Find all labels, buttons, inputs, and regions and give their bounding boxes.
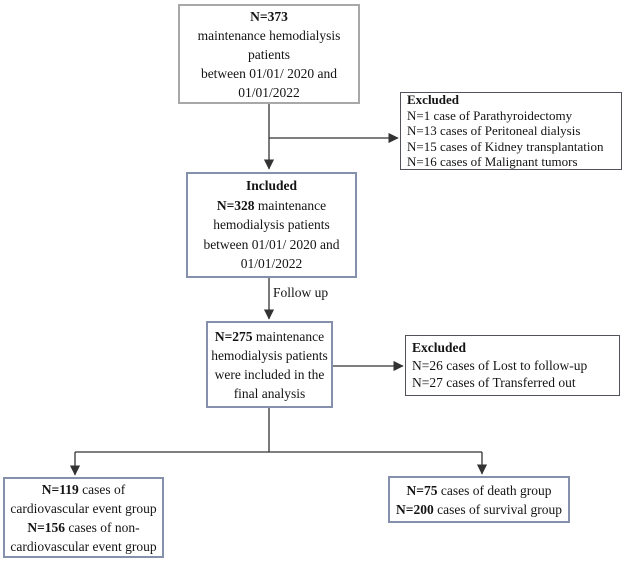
death-count: N=75 xyxy=(406,482,438,498)
survival-count: N=200 xyxy=(396,501,434,517)
text-line: N=200 cases of survival group xyxy=(396,501,562,517)
text-line: 01/01/2022 xyxy=(240,256,303,272)
included-header: Included xyxy=(245,178,298,194)
text-line: cardiovascular event group xyxy=(10,500,157,516)
text-line: N=275 maintenance xyxy=(214,328,325,344)
final-analysis-box: N=275 maintenance hemodialysis patients … xyxy=(206,321,333,408)
enrollment-box: N=373 maintenance hemodialysis patients … xyxy=(178,4,360,104)
text-line: were included in the xyxy=(214,366,325,382)
cv-count: N=119 xyxy=(41,481,79,497)
excluded-initial-box: Excluded N=1 case of Parathyroidectomy N… xyxy=(400,92,622,170)
enrollment-count: N=373 xyxy=(250,8,288,24)
text-line: maintenance hemodialysis xyxy=(197,27,341,43)
excluded-item: N=16 cases of Malignant tumors xyxy=(407,154,578,170)
cardiovascular-group-box: N=119 cases of cardiovascular event grou… xyxy=(3,477,164,558)
text-line: patients xyxy=(248,46,290,62)
excluded-item: N=26 cases of Lost to follow-up xyxy=(412,357,588,373)
text-line: between 01/01/ 2020 and xyxy=(200,65,338,81)
included-box: Included N=328 maintenance hemodialysis … xyxy=(186,172,357,278)
text-line: Included xyxy=(188,176,355,196)
text-line: cardiovascular event group xyxy=(10,538,157,554)
excluded-header: Excluded xyxy=(412,340,467,356)
excluded-item: N=13 cases of Peritoneal dialysis xyxy=(407,123,581,139)
text-line: hemodialysis patients xyxy=(211,347,328,363)
text-line: hemodialysis patients xyxy=(213,217,330,233)
text-line: N=328 maintenance xyxy=(216,197,327,213)
follow-up-label: Follow up xyxy=(271,285,331,301)
excluded-item: N=1 case of Parathyroidectomy xyxy=(407,107,573,123)
text-line: N=75 cases of death group xyxy=(406,482,552,498)
text-line: N=119 cases of xyxy=(41,481,126,497)
excluded-followup-box: Excluded N=26 cases of Lost to follow-up… xyxy=(405,335,620,396)
excluded-item: N=27 cases of Transferred out xyxy=(412,375,576,391)
text-line: final analysis xyxy=(233,385,306,401)
text-line: N=373 xyxy=(180,7,358,26)
text-line: between 01/01/ 2020 and xyxy=(203,236,340,252)
text-line: N=156 cases of non- xyxy=(27,519,140,535)
excluded-item: N=15 cases of Kidney transplantation xyxy=(407,138,604,154)
excluded-header: Excluded xyxy=(407,92,460,108)
included-count: N=328 xyxy=(216,197,255,213)
analysis-count: N=275 xyxy=(214,328,253,344)
outcome-group-box: N=75 cases of death group N=200 cases of… xyxy=(388,476,570,523)
text-line: 01/01/2022 xyxy=(238,84,300,100)
non-cv-count: N=156 xyxy=(27,519,66,535)
